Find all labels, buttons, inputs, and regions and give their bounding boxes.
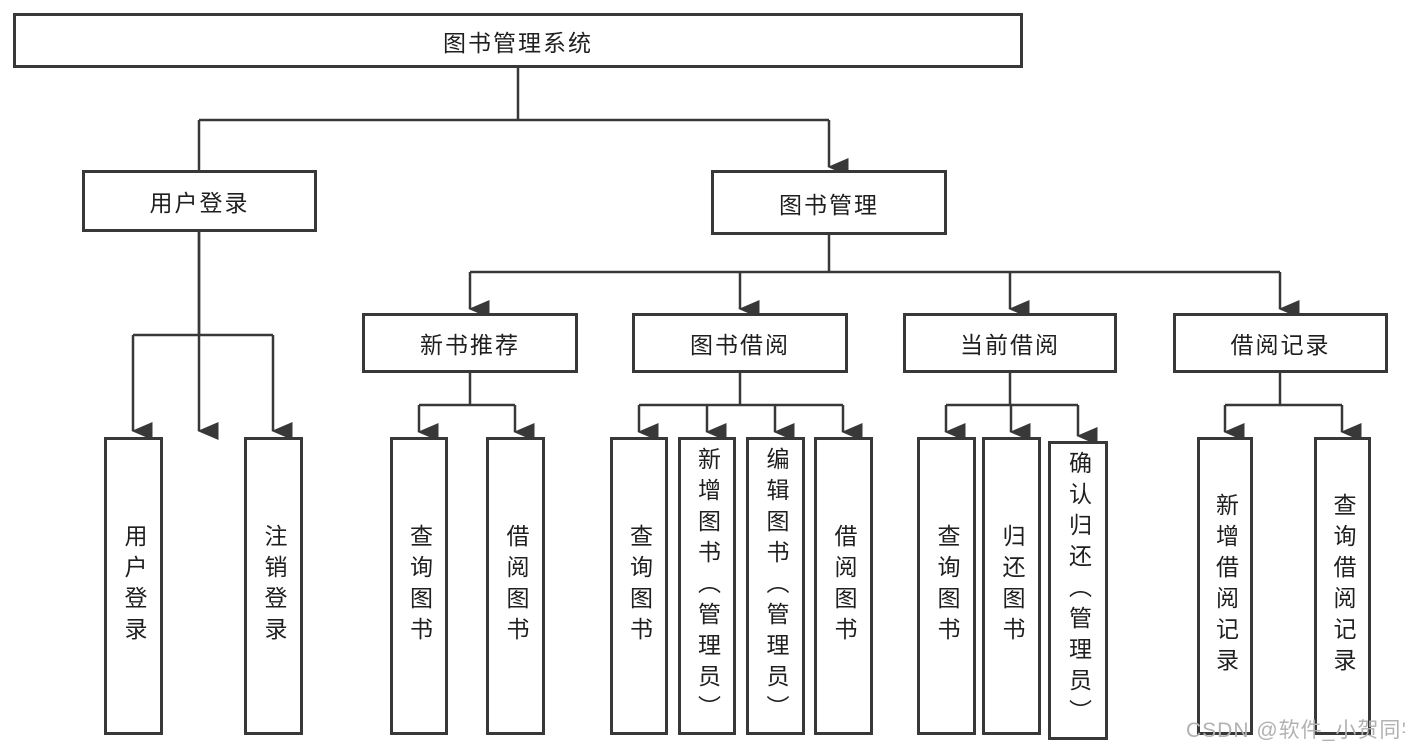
leaf-query-books-recommend: 查询图书 [390, 437, 448, 735]
node-label: 图书管理系统 [443, 29, 593, 56]
node-label: 借阅记录 [1230, 332, 1331, 358]
node-label: 借阅图书 [503, 524, 529, 648]
node-borrow-records: 借阅记录 [1173, 313, 1388, 373]
node-label: 新书推荐 [420, 332, 520, 358]
node-label: 注销登录 [261, 524, 287, 648]
node-label: 查询图书 [934, 524, 960, 648]
node-label: 图书管理 [779, 191, 879, 218]
node-label: 新增图书（管理员） [694, 446, 721, 726]
node-book-management-module: 图书管理 [711, 170, 947, 235]
node-label: 查询图书 [406, 524, 433, 648]
node-book-borrow: 图书借阅 [632, 313, 848, 373]
leaf-borrow-books: 借阅图书 [814, 437, 873, 735]
leaf-add-books-admin: 新增图书（管理员） [678, 437, 736, 735]
node-label: 归还图书 [999, 524, 1025, 648]
leaf-query-borrow-record: 查询借阅记录 [1314, 437, 1371, 735]
leaf-borrow-books-recommend: 借阅图书 [486, 437, 545, 735]
leaf-confirm-return-admin: 确认归还（管理员） [1048, 441, 1108, 740]
leaf-return-books: 归还图书 [982, 437, 1041, 735]
leaf-query-books-current: 查询图书 [917, 437, 976, 735]
node-current-borrow: 当前借阅 [903, 313, 1117, 373]
leaf-add-borrow-record: 新增借阅记录 [1197, 437, 1253, 735]
node-label: 新增借阅记录 [1212, 493, 1239, 679]
node-label: 当前借阅 [960, 332, 1060, 358]
node-label: 确认归还（管理员） [1065, 451, 1092, 730]
node-label: 查询借阅记录 [1330, 493, 1356, 679]
node-root-library-system: 图书管理系统 [13, 13, 1023, 68]
leaf-query-books-borrow: 查询图书 [610, 437, 668, 735]
node-label: 借阅图书 [831, 524, 857, 648]
node-label: 编辑图书（管理员） [763, 446, 789, 726]
node-new-book-recommend: 新书推荐 [362, 313, 578, 373]
node-label: 图书借阅 [690, 332, 790, 358]
leaf-edit-books-admin: 编辑图书（管理员） [746, 437, 805, 735]
node-label: 查询图书 [626, 524, 653, 648]
node-label: 用户登录 [121, 524, 147, 648]
leaf-logout: 注销登录 [244, 437, 303, 735]
node-user-login-module: 用户登录 [82, 170, 317, 232]
node-label: 用户登录 [149, 190, 250, 216]
leaf-user-login: 用户登录 [104, 437, 163, 735]
csdn-watermark: CSDN @软件_小贺同学 [1186, 719, 1405, 742]
